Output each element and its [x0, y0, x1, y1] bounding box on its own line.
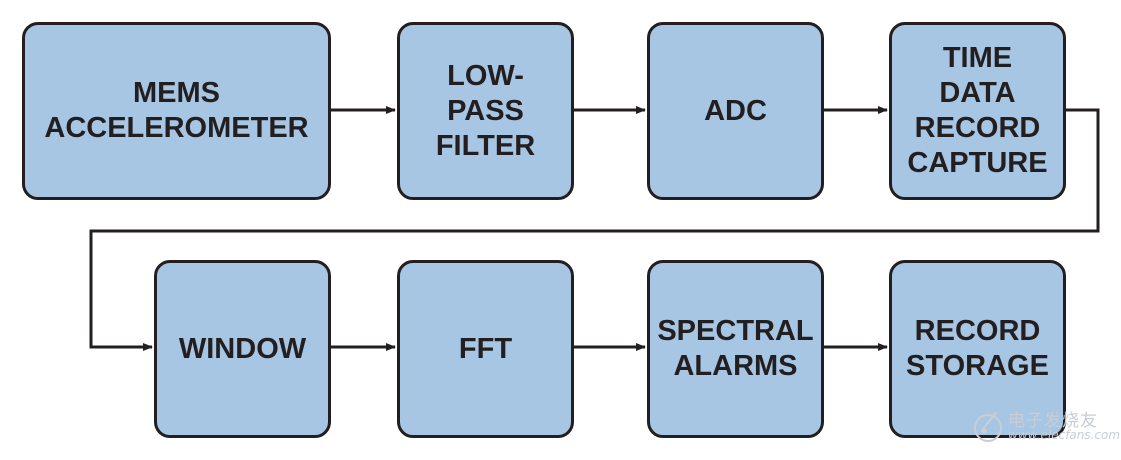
node-label: MEMS ACCELEROMETER — [44, 77, 309, 144]
node-label: RECORD STORAGE — [906, 315, 1049, 382]
node-window: WINDOW — [154, 260, 331, 438]
edge-capture-to-window — [89, 108, 1100, 351]
node-label: TIME DATA RECORD CAPTURE — [907, 42, 1048, 179]
node-low-pass-filter: LOW- PASS FILTER — [397, 22, 574, 200]
watermark: 电子发烧友 www.elecfans.com — [972, 404, 1120, 448]
node-mems-accelerometer: MEMS ACCELEROMETER — [22, 22, 331, 200]
node-spectral-alarms: SPECTRAL ALARMS — [647, 260, 824, 438]
node-label: SPECTRAL ALARMS — [657, 315, 814, 382]
watermark-url-text: www.elecfans.com — [1008, 428, 1121, 442]
node-label: LOW- PASS FILTER — [435, 59, 536, 162]
node-time-data-record-capture: TIME DATA RECORD CAPTURE — [889, 22, 1066, 200]
node-adc: ADC — [647, 22, 824, 200]
node-label: ADC — [704, 94, 767, 127]
node-fft: FFT — [397, 260, 574, 438]
node-label: WINDOW — [178, 332, 307, 365]
watermark-logo-icon — [974, 411, 1002, 442]
watermark-chinese-text: 电子发烧友 — [1008, 411, 1098, 431]
node-label: FFT — [458, 332, 513, 365]
node-record-storage: RECORD STORAGE — [889, 260, 1066, 438]
